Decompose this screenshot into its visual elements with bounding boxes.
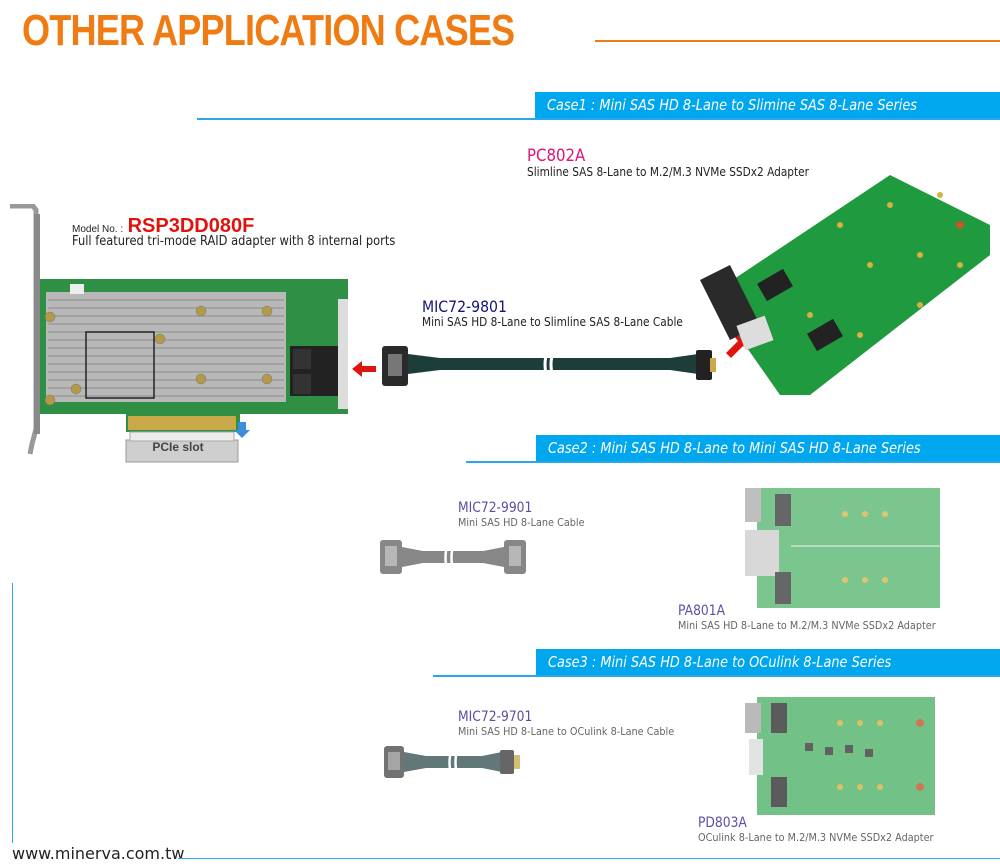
case3-adapter-part: PD803A	[698, 815, 747, 831]
raid-description: Full featured tri-mode RAID adapter with…	[72, 234, 396, 249]
case3-cable-image	[382, 742, 522, 782]
footer-url[interactable]: www.minerva.com.tw	[12, 844, 185, 863]
raid-model-number: RSP3DD080F	[127, 215, 255, 237]
case2-cable-image	[378, 535, 528, 580]
raid-model-label: Model No. : RSP3DD080F	[72, 215, 254, 238]
case1-cable-image	[380, 340, 720, 390]
case2-adapter-image	[745, 486, 940, 608]
case2-title: Case2 : Mini SAS HD 8-Lane to Mini SAS H…	[548, 439, 921, 457]
case1-adapter-part: PC802A	[527, 146, 586, 166]
case3-rule	[433, 675, 1000, 677]
case1-title-bar: Case1 : Mini SAS HD 8-Lane to Slimine SA…	[535, 92, 1000, 118]
case1-rule	[197, 118, 1000, 120]
footer-rule	[178, 858, 1000, 859]
page-title: OTHER APPLICATION CASES	[22, 6, 515, 55]
case1-cable-description: Mini SAS HD 8-Lane to Slimline SAS 8-Lan…	[422, 315, 683, 329]
case2-cable-description: Mini SAS HD 8-Lane Cable	[458, 516, 585, 529]
case2-adapter-part: PA801A	[678, 603, 726, 619]
case1-title: Case1 : Mini SAS HD 8-Lane to Slimine SA…	[547, 96, 918, 114]
model-prefix: Model No. :	[72, 224, 124, 235]
case2-adapter-description: Mini SAS HD 8-Lane to M.2/M.3 NVMe SSDx2…	[678, 619, 936, 632]
left-vertical-rule	[12, 583, 13, 843]
case3-cable-description: Mini SAS HD 8-Lane to OCulink 8-Lane Cab…	[458, 725, 675, 738]
case1-cable-part: MIC72-9801	[422, 297, 507, 316]
case3-adapter-image	[745, 695, 935, 815]
case3-adapter-description: OCulink 8-Lane to M.2/M.3 NVMe SSDx2 Ada…	[698, 831, 934, 844]
case3-cable-part: MIC72-9701	[458, 709, 533, 725]
case3-title: Case3 : Mini SAS HD 8-Lane to OCulink 8-…	[548, 653, 892, 671]
case2-cable-part: MIC72-9901	[458, 500, 533, 516]
title-divider	[595, 40, 1000, 42]
case2-title-bar: Case2 : Mini SAS HD 8-Lane to Mini SAS H…	[536, 435, 1000, 461]
case2-rule	[466, 461, 1000, 463]
case1-adapter-description: Slimline SAS 8-Lane to M.2/M.3 NVMe SSDx…	[527, 165, 809, 179]
raid-card-image	[8, 204, 353, 464]
case1-adapter-image	[690, 165, 990, 405]
pcie-slot-label: PCIe slot	[152, 440, 204, 454]
arrow-left-icon	[352, 361, 376, 377]
case3-title-bar: Case3 : Mini SAS HD 8-Lane to OCulink 8-…	[536, 649, 1000, 675]
